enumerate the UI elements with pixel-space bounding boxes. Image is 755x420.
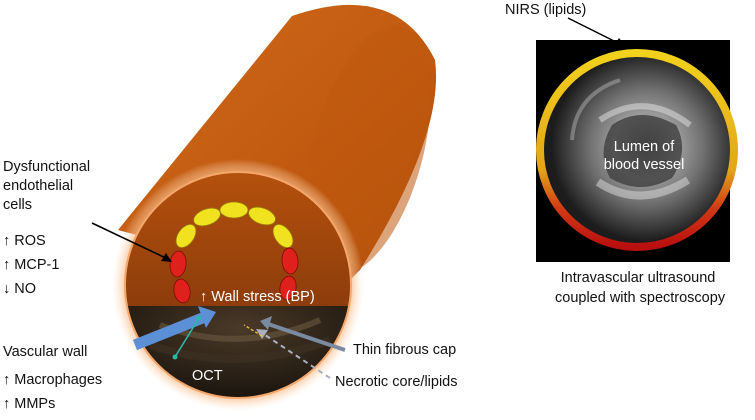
- endothelial-cell: [248, 206, 276, 226]
- mmps-marker: ↑ MMPs: [3, 396, 56, 412]
- nirs-label: NIRS (lipids): [505, 2, 587, 18]
- lumen-label: Lumen of blood vessel: [594, 138, 694, 174]
- thin-cap-arrow: [260, 316, 346, 352]
- dysfunctional-cells-label: Dysfunctional endothelial cells: [3, 158, 90, 215]
- necrotic-core-label: Necrotic core/lipids: [335, 374, 458, 390]
- nirs-pointer: [567, 17, 621, 45]
- wall-markers: ↑ Macrophages ↑ MMPs: [3, 372, 102, 420]
- endothelial-cell: [169, 250, 187, 278]
- endothelial-cell: [272, 224, 294, 248]
- caption-line-1: Intravascular ultrasound: [560, 270, 716, 286]
- oct-label: OCT: [192, 368, 223, 384]
- lumen-line-2: blood vessel: [603, 157, 685, 173]
- wall-stress-label: ↑ Wall stress (BP): [200, 289, 315, 305]
- wall-stress-arrow: [243, 324, 263, 337]
- mcp1-marker: ↑ MCP-1: [3, 257, 60, 273]
- nirs-ring: [536, 49, 738, 251]
- necrotic-core-arrow: [256, 329, 331, 379]
- lumen-line-1: Lumen of: [613, 139, 675, 155]
- dysfunctional-line: Dysfunctional: [3, 159, 91, 175]
- endothelial-cell: [219, 201, 249, 219]
- endothelial-line: endothelial: [3, 178, 74, 194]
- ros-marker: ↑ ROS: [3, 233, 46, 249]
- endothelial-cells: [169, 201, 299, 304]
- endothelial-markers: ↑ ROS ↑ MCP-1 ↓ NO: [3, 233, 59, 305]
- caption-line-2: coupled with spectroscopy: [555, 290, 726, 306]
- endothelial-cell: [173, 278, 191, 304]
- oct-probe-arrow: [132, 306, 216, 351]
- oct-probe-line: [172, 315, 202, 360]
- endothelial-cell: [175, 224, 197, 248]
- endothelial-pointer: [91, 222, 171, 261]
- endothelial-cell: [279, 275, 297, 301]
- vascular-wall-label: Vascular wall: [3, 344, 88, 360]
- cells-line: cells: [3, 197, 33, 213]
- macrophages-marker: ↑ Macrophages: [3, 372, 103, 388]
- thin-fibrous-cap-label: Thin fibrous cap: [353, 342, 457, 358]
- endothelial-cell: [281, 247, 299, 275]
- ivus-caption: Intravascular ultrasound coupled with sp…: [555, 268, 726, 308]
- no-marker: ↓ NO: [3, 281, 37, 297]
